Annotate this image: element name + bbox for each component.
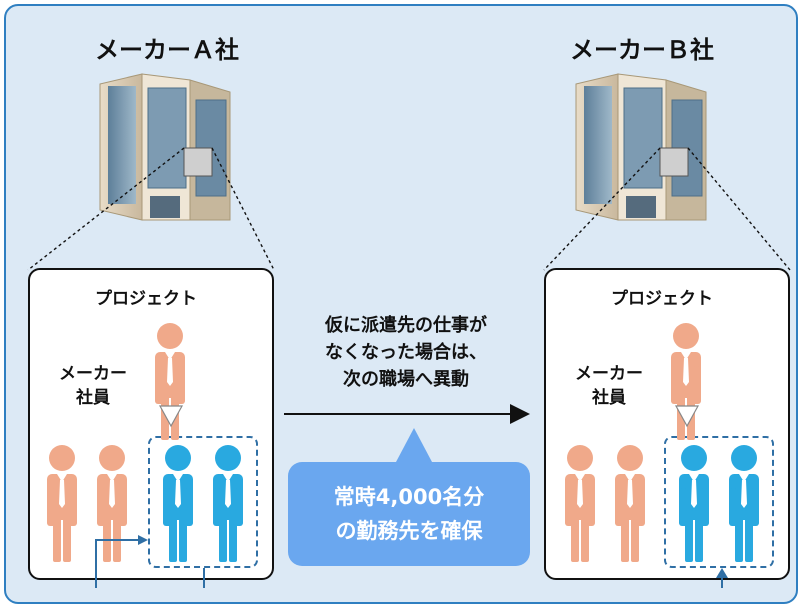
person-icon [163, 445, 193, 562]
people-layer [47, 323, 759, 588]
dispatch-group-a [148, 436, 258, 568]
callout-pointer [396, 428, 432, 462]
buildings-layer [27, 73, 791, 271]
person-icon [729, 445, 759, 562]
maker-staff-label-b-line1: メーカー [575, 364, 643, 384]
callout-line-2: の勤務先を確保 [335, 519, 483, 543]
maker-staff-label-a-line1: メーカー [59, 364, 127, 384]
maker-staff-label-b-line2: 社員 [592, 388, 626, 408]
maker-staff-label-b: メーカー 社員 [564, 362, 654, 410]
diagram-canvas: メーカーＡ社 メーカーＢ社 [4, 4, 798, 604]
transfer-line-1: 仮に派遣先の仕事が [325, 315, 487, 336]
person-icon [47, 445, 77, 562]
down-triangle-icon [158, 405, 184, 428]
building-icon [575, 73, 707, 221]
zoom-line-a-right [211, 147, 275, 271]
company-a-title: メーカーＡ社 [95, 36, 239, 64]
workplace-guarantee-callout: 常時4,000名分 の勤務先を確保 [288, 462, 530, 566]
company-b-title: メーカーＢ社 [570, 36, 714, 64]
down-triangle-icon [674, 405, 700, 428]
person-icon [615, 445, 645, 562]
person-icon [97, 445, 127, 562]
zoom-line-b-right [687, 147, 791, 271]
transfer-description: 仮に派遣先の仕事が なくなった場合は、 次の職場へ異動 [288, 312, 524, 393]
dispatch-group-b [664, 436, 774, 568]
transfer-line-2: なくなった場合は、 [325, 342, 487, 363]
building-icon [99, 73, 231, 221]
maker-staff-label-a-line2: 社員 [76, 388, 110, 408]
maker-staff-label-a: メーカー 社員 [48, 362, 138, 410]
transfer-connector-left [95, 539, 138, 588]
person-icon [213, 445, 243, 562]
arrow-right-icon [138, 535, 148, 545]
transfer-line-3: 次の職場へ異動 [343, 369, 469, 390]
project-b-title: プロジェクト [611, 289, 713, 309]
callout-line-1: 常時4,000名分 [333, 485, 485, 509]
arrow-up-icon [716, 568, 728, 578]
person-icon [679, 445, 709, 562]
zoom-line-b-left [543, 147, 661, 271]
project-a-title: プロジェクト [95, 289, 197, 309]
person-icon [565, 445, 595, 562]
